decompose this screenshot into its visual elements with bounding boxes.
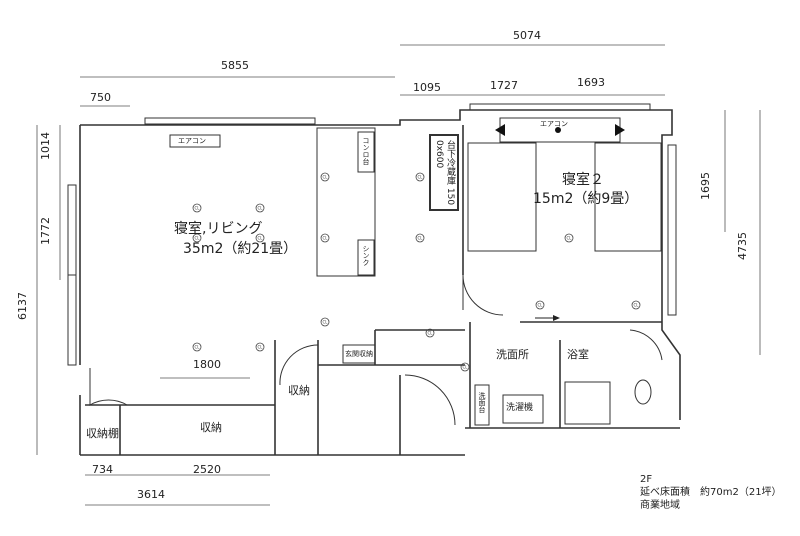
dim-1014: 1014	[39, 132, 52, 160]
floor-area-label: 延べ床面積 約70m2（21坪）	[640, 487, 782, 498]
washing-machine-label: 洗濯機	[506, 403, 534, 413]
cl-text: CL	[322, 320, 328, 325]
fridge-label: 台下冷蔵庫 1500x600	[434, 140, 455, 206]
cl-text: CL	[633, 303, 639, 308]
cl-mark	[535, 300, 545, 310]
sink-box	[357, 239, 375, 276]
cl-mark	[255, 203, 265, 213]
cl-mark	[255, 342, 265, 352]
cl-mark	[255, 233, 265, 243]
cl-text: CL	[462, 365, 468, 370]
cl-text: CL	[322, 236, 328, 241]
room-bedroom2-area: 15m2（約9畳）	[533, 191, 639, 207]
aircon-box-1	[169, 134, 221, 148]
cl-mark	[192, 233, 202, 243]
window-top-2	[469, 103, 651, 111]
window-right	[667, 144, 677, 316]
dim-top-right-total: 5074	[513, 29, 541, 42]
toilet	[634, 379, 652, 405]
flow-arrow-head	[553, 315, 560, 321]
bed-left	[467, 142, 537, 252]
cl-text: CL	[194, 345, 200, 350]
floor-label: 2F	[640, 474, 653, 485]
fridge-box	[429, 134, 459, 211]
door-bedroom	[462, 274, 504, 316]
cl-text: CL	[537, 303, 543, 308]
cl-mark	[460, 362, 470, 372]
dim-1800: 1800	[193, 358, 221, 371]
zone-label: 商業地域	[640, 500, 680, 511]
room-storage-bottom: 収納	[200, 421, 222, 434]
room-storage-shelf: 収納棚	[86, 427, 119, 440]
kitchen-counter	[316, 127, 376, 277]
cl-mark	[320, 233, 330, 243]
dim-1695: 1695	[699, 172, 712, 200]
dim-1727: 1727	[490, 79, 518, 92]
window-left	[67, 184, 77, 276]
room-living-name: 寝室,リビング	[174, 221, 263, 237]
cl-mark	[415, 172, 425, 182]
dim-top-left-total: 5855	[221, 59, 249, 72]
room-living-area: 35m2（約21畳）	[183, 241, 298, 257]
entrance-storage-box	[342, 344, 376, 364]
dim-3614: 3614	[137, 488, 165, 501]
cl-text: CL	[417, 175, 423, 180]
cl-mark	[320, 317, 330, 327]
dim-4735: 4735	[736, 232, 749, 260]
aircon-label-2: エアコン	[540, 120, 568, 128]
room-bedroom2-name: 寝室２	[562, 172, 604, 188]
dim-2520: 2520	[193, 463, 221, 476]
cl-text: CL	[566, 236, 572, 241]
cl-mark	[192, 203, 202, 213]
bed-right	[594, 142, 662, 252]
entrance-storage-label: 玄関収納	[345, 350, 373, 358]
room-storage-mid: 収納	[288, 384, 310, 397]
stove-box	[357, 131, 375, 173]
stove-label: コンロ台	[362, 137, 370, 165]
washstand-box	[474, 384, 490, 426]
dim-734: 734	[92, 463, 113, 476]
exterior-wall	[80, 109, 681, 420]
dim-750: 750	[90, 91, 111, 104]
cl-mark	[631, 300, 641, 310]
cl-mark	[564, 233, 574, 243]
room-bathroom: 浴室	[567, 348, 589, 361]
cl-text: CL	[194, 206, 200, 211]
cl-mark	[320, 172, 330, 182]
washing-machine-box	[502, 394, 544, 424]
cl-mark	[425, 328, 435, 338]
cl-text: CL	[427, 331, 433, 336]
sink-label: シンク	[362, 245, 370, 266]
cl-text: CL	[194, 236, 200, 241]
door-entrance	[404, 374, 456, 426]
window-left-2	[67, 274, 77, 366]
cl-text: CL	[257, 236, 263, 241]
cl-mark	[192, 342, 202, 352]
door-closet	[279, 344, 319, 386]
aircon-dot	[555, 127, 561, 133]
cl-text: CL	[417, 236, 423, 241]
window-top	[144, 117, 316, 125]
dim-1772: 1772	[39, 217, 52, 245]
room-washroom: 洗面所	[496, 348, 529, 361]
aircon-label-1: エアコン	[178, 137, 206, 145]
washstand-label: 洗面台	[478, 392, 486, 413]
bathtub	[564, 381, 611, 425]
aircon-arrow-right	[615, 124, 625, 136]
cl-mark	[415, 233, 425, 243]
cl-text: CL	[257, 345, 263, 350]
dim-1095: 1095	[413, 81, 441, 94]
dim-1693: 1693	[577, 76, 605, 89]
door-living	[89, 368, 128, 406]
aircon-arrow-left	[495, 124, 505, 136]
dim-6137: 6137	[16, 292, 29, 320]
door-bath	[629, 329, 663, 361]
cl-text: CL	[257, 206, 263, 211]
cl-text: CL	[322, 175, 328, 180]
